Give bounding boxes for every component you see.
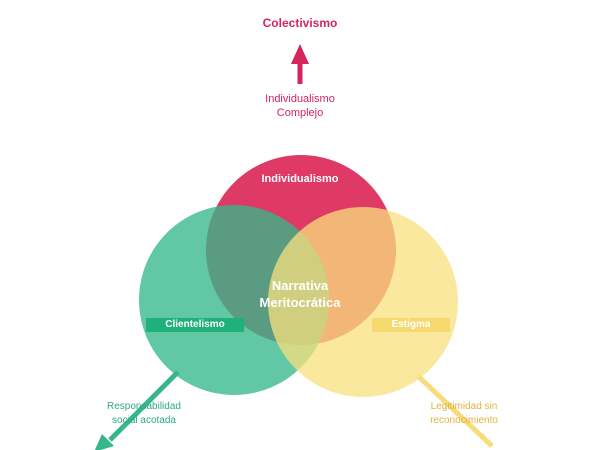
colectivismo-label: Colectivismo [262, 16, 338, 30]
legitimidad-line-2: reconocimiento [430, 415, 498, 426]
individualismo-complejo-line-2: Complejo [276, 107, 324, 119]
bottom-left-arrow-shaft [108, 370, 180, 442]
legitimidad-line-1: Legitimidad sin [430, 401, 498, 412]
bottom-left-arrow-head [94, 434, 114, 450]
individualismo-circle-label: Individualismo [261, 173, 339, 185]
circle-estigma [268, 207, 458, 397]
narrativa-line-1: Narrativa [271, 278, 329, 293]
clientelismo-label: Clientelismo [146, 318, 244, 332]
responsabilidad-line-2: social acotada [112, 415, 176, 426]
legitimidad-sin-reconocimiento-label: Legitimidad sin reconocimiento [404, 400, 524, 428]
narrativa-line-2: Meritocrática [259, 295, 341, 310]
top-arrow-head [291, 44, 309, 64]
bottom-right-arrow-shaft [416, 374, 494, 448]
individualismo-complejo-line-1: Individualismo [265, 93, 335, 105]
responsabilidad-social-label: Responsabilidad social acotada [84, 400, 204, 428]
estigma-label: Estigma [372, 318, 450, 332]
individualismo-complejo-label: Individualismo Complejo [200, 92, 400, 120]
responsabilidad-line-1: Responsabilidad [107, 401, 181, 412]
narrativa-meritocratica-label: Narrativa Meritocrática [230, 277, 370, 311]
